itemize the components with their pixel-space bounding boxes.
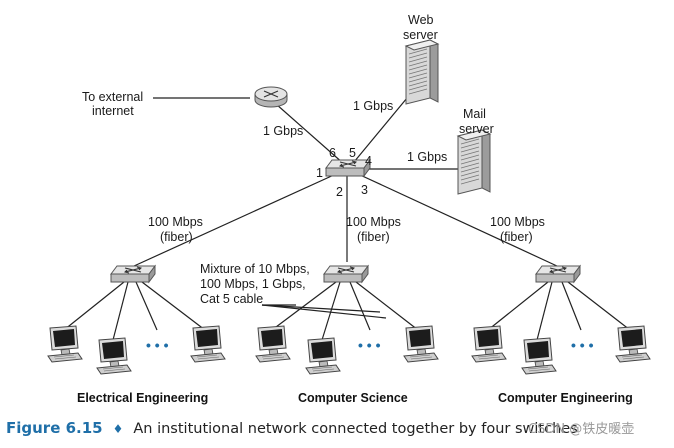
cs-link-speed: 100 Mbps xyxy=(346,215,401,229)
pc-icon xyxy=(96,337,132,375)
web-server-label: Web xyxy=(408,13,434,27)
ce-link-speed: 100 Mbps xyxy=(490,215,545,229)
cabling-note: Cat 5 cable xyxy=(200,292,263,306)
link-ee-core xyxy=(133,173,337,267)
web-server-label: server xyxy=(403,28,438,42)
cabling-note: 100 Mbps, 1 Gbps, xyxy=(200,277,306,291)
link-ce-core xyxy=(357,173,558,267)
link-cs-pc xyxy=(321,281,341,341)
pc-icon xyxy=(190,325,226,363)
core-switch-icon xyxy=(325,159,371,177)
mail-server-icon xyxy=(457,129,491,195)
pc-icon xyxy=(403,325,439,363)
link-ce-pc xyxy=(536,281,553,341)
dept-label-cs: Computer Science xyxy=(298,391,408,405)
port-label: 2 xyxy=(336,185,343,199)
port-label: 6 xyxy=(329,146,336,160)
figure-number: Figure 6.15 xyxy=(6,419,103,437)
port-label: 3 xyxy=(361,183,368,197)
caption-text: An institutional network connected toget… xyxy=(133,421,577,437)
link-router-core xyxy=(275,103,345,165)
mail-server-label: Mail xyxy=(463,107,486,121)
ellipsis-cs: • • • xyxy=(358,337,381,353)
external-label: To external xyxy=(82,90,143,104)
ellipsis-ce: • • • xyxy=(571,337,594,353)
link-ee-pc xyxy=(63,281,125,331)
ee-link-speed: 100 Mbps xyxy=(148,215,203,229)
pc-icon xyxy=(615,325,651,363)
link-cs-pc xyxy=(349,281,371,331)
port-label: 4 xyxy=(365,154,372,168)
link-ce-pc xyxy=(567,281,631,331)
pc-icon xyxy=(305,337,341,375)
watermark: CSDN @铁皮暖壶 xyxy=(528,422,634,437)
cabling-pointer xyxy=(261,304,381,313)
dept-label-ce: Computer Engineering xyxy=(498,391,633,405)
link-ee-pc xyxy=(112,281,129,341)
pc-icon xyxy=(521,337,557,375)
figure-caption: Figure 6.15 ♦ An institutional network c… xyxy=(6,419,578,437)
web-server-icon xyxy=(405,39,439,105)
web-core-speed: 1 Gbps xyxy=(353,99,393,113)
router-icon xyxy=(254,86,288,108)
link-web-core xyxy=(353,91,413,163)
cabling-pointer xyxy=(261,304,387,319)
port-label: 1 xyxy=(316,166,323,180)
link-cs-pc xyxy=(355,281,419,331)
ellipsis-ee: • • • xyxy=(146,337,169,353)
router-core-speed: 1 Gbps xyxy=(263,124,303,138)
cs-switch-icon xyxy=(323,265,369,283)
ce-switch-icon xyxy=(535,265,581,283)
cabling-note: Mixture of 10 Mbps, xyxy=(200,262,310,276)
external-label: internet xyxy=(92,104,134,118)
pc-icon xyxy=(471,325,507,363)
port-label: 5 xyxy=(349,146,356,160)
pc-icon xyxy=(47,325,83,363)
link-ce-pc xyxy=(487,281,549,331)
link-ce-pc xyxy=(561,281,582,331)
cs-link-medium: (fiber) xyxy=(357,230,390,244)
dept-label-ee: Electrical Engineering xyxy=(77,391,208,405)
mail-core-speed: 1 Gbps xyxy=(407,150,447,164)
link-ee-pc xyxy=(135,281,158,331)
mail-server-label: server xyxy=(459,122,494,136)
caption-bullet: ♦ xyxy=(113,422,124,436)
link-ee-pc xyxy=(141,281,206,331)
ce-link-medium: (fiber) xyxy=(500,230,533,244)
ee-link-medium: (fiber) xyxy=(160,230,193,244)
ee-switch-icon xyxy=(110,265,156,283)
link-cs-pc xyxy=(271,281,337,331)
pc-icon xyxy=(255,325,291,363)
